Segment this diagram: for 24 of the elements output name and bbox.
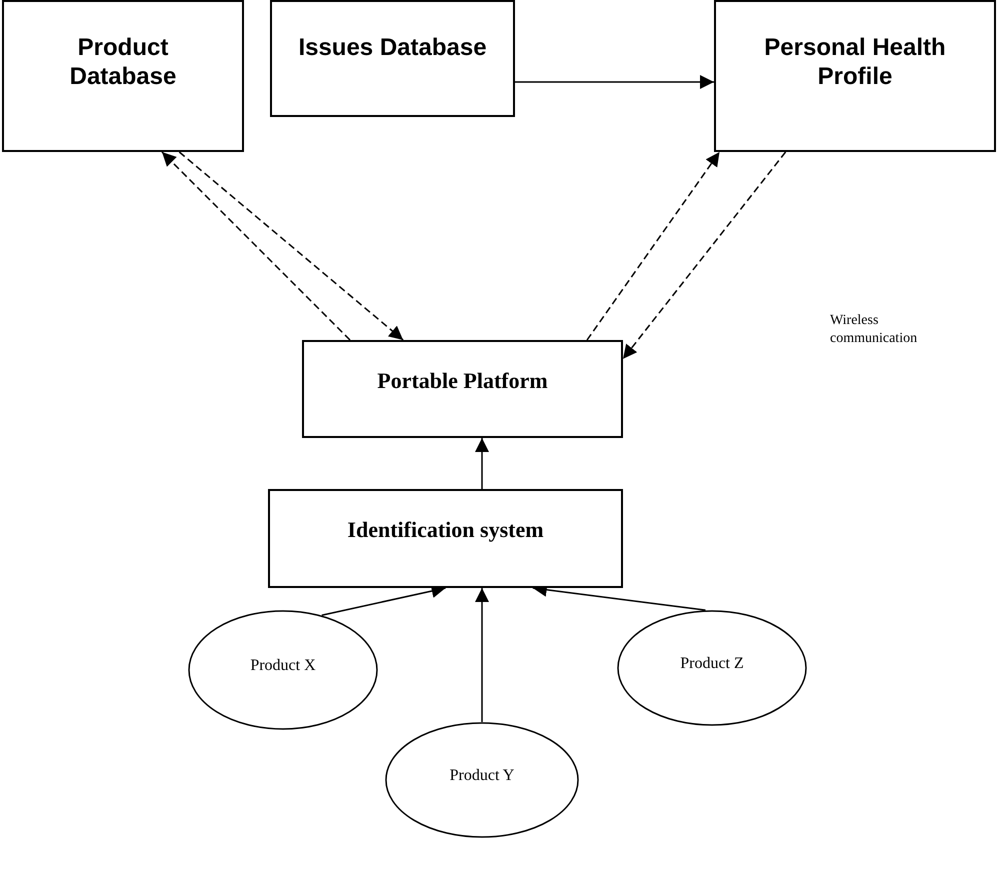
product-ellipse [188, 610, 378, 730]
arrow [178, 151, 404, 341]
node-label: Product Y [450, 767, 514, 785]
arrow [515, 75, 714, 89]
arrow [622, 152, 786, 360]
node-title: Portable Platform [376, 368, 549, 394]
process-box [714, 0, 996, 152]
node-title: Identification system [346, 517, 545, 543]
process-box [302, 340, 623, 438]
process-box [268, 489, 623, 588]
arrow [161, 151, 351, 341]
annotation-label: Wireless communication [830, 312, 918, 348]
arrow [475, 438, 489, 489]
process-box [270, 0, 515, 117]
node-title: Issues Database [297, 34, 488, 63]
arrow [475, 588, 489, 722]
node-label: Product Z [680, 655, 744, 673]
node-title: Product Database [68, 34, 178, 92]
process-box [2, 0, 244, 152]
arrow [586, 152, 720, 340]
product-ellipse [385, 722, 579, 838]
node-title: Personal Health Profile [763, 34, 947, 92]
node-label: Product X [250, 657, 316, 675]
product-ellipse [617, 610, 807, 726]
